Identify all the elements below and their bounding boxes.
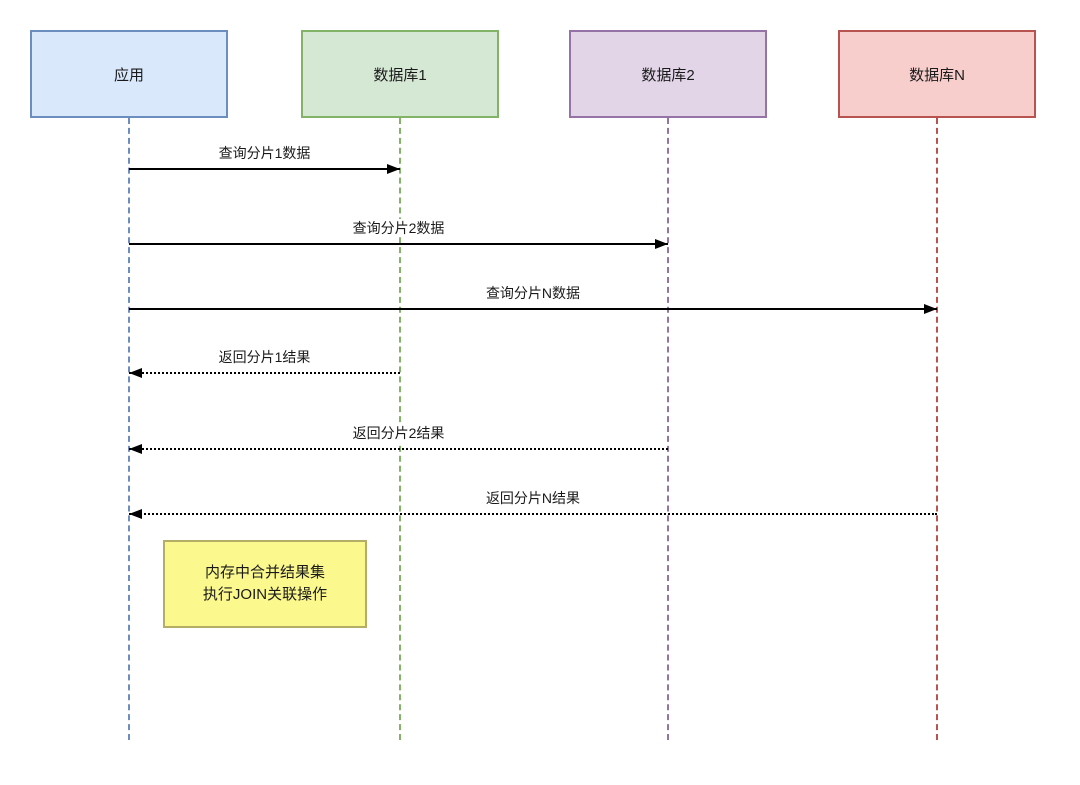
message-label-query-shard-n: 查询分片N数据: [480, 284, 586, 302]
lifeline-app: [128, 118, 130, 740]
message-line-query-shard-n: [129, 308, 937, 310]
actor-box-db2: 数据库2: [569, 30, 767, 118]
arrowhead-return-shard-2: [129, 444, 142, 454]
note-line-1: 内存中合并结果集: [204, 564, 325, 581]
actor-label-dbn: 数据库N: [909, 66, 965, 84]
message-label-query-shard-2: 查询分片2数据: [347, 219, 450, 237]
lifeline-db2: [667, 118, 669, 740]
message-line-return-shard-n: [129, 513, 937, 515]
actor-box-dbn: 数据库N: [838, 30, 1036, 118]
note-line-2: 执行JOIN关联操作: [202, 586, 328, 603]
arrowhead-return-shard-n: [129, 509, 142, 519]
arrowhead-return-shard-1: [129, 368, 142, 378]
message-label-return-shard-1: 返回分片1结果: [213, 348, 316, 366]
actor-box-app: 应用: [30, 30, 228, 118]
actor-label-db1: 数据库1: [373, 66, 427, 84]
message-line-query-shard-2: [129, 243, 668, 245]
message-line-query-shard-1: [129, 168, 400, 170]
message-line-return-shard-2: [129, 448, 668, 450]
note-box: 内存中合并结果集 执行JOIN关联操作: [163, 540, 367, 628]
message-label-return-shard-n: 返回分片N结果: [480, 489, 586, 507]
message-label-return-shard-2: 返回分片2结果: [347, 424, 450, 442]
actor-box-db1: 数据库1: [301, 30, 499, 118]
arrowhead-query-shard-2: [655, 239, 668, 249]
actor-label-db2: 数据库2: [641, 66, 695, 84]
actor-label-app: 应用: [113, 66, 144, 84]
message-label-query-shard-1: 查询分片1数据: [213, 144, 316, 162]
arrowhead-query-shard-n: [924, 304, 937, 314]
arrowhead-query-shard-1: [387, 164, 400, 174]
lifeline-dbn: [936, 118, 938, 740]
message-line-return-shard-1: [129, 372, 400, 374]
